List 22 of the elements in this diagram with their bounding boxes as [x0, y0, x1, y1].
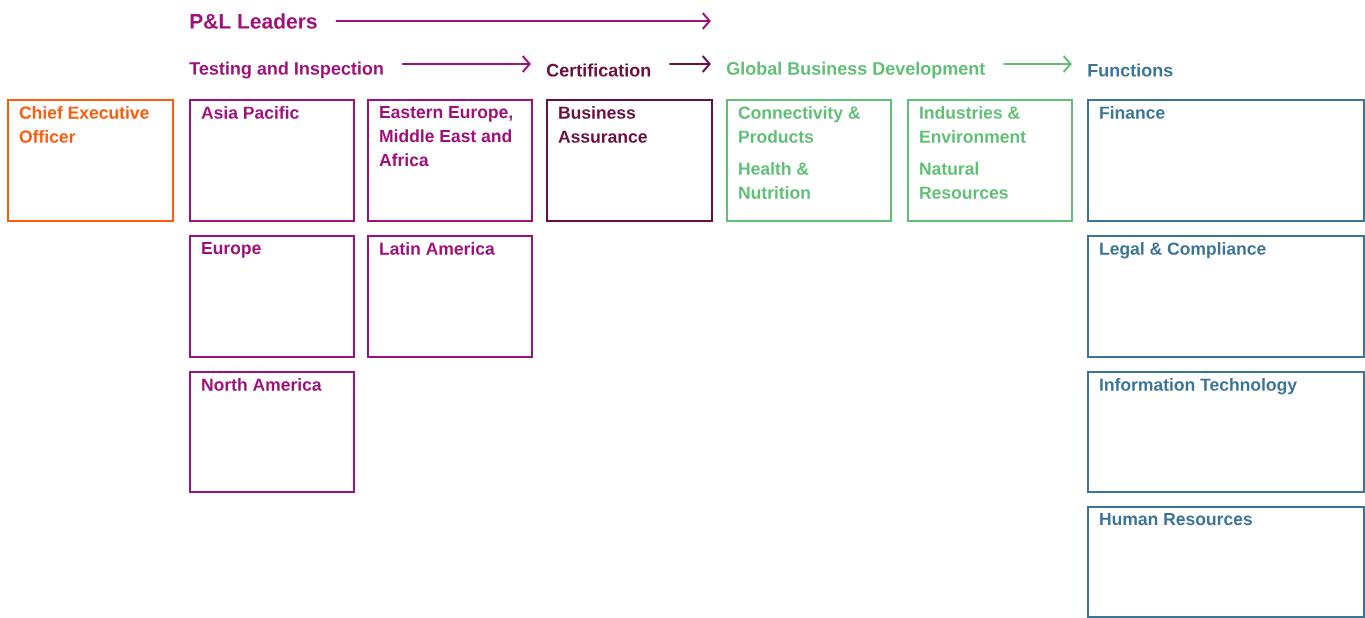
- unit-box: Legal & Compliance: [1087, 235, 1365, 358]
- heading: Functions: [1088, 63, 1173, 77]
- arrow: [1002, 55, 1072, 73]
- heading: P&L Leaders: [190, 13, 317, 29]
- unit-box: Finance: [1087, 99, 1365, 222]
- arrow: [334, 12, 711, 30]
- unit-box: Asia Pacific: [189, 99, 355, 222]
- unit-box: Eastern Europe, Middle East and Africa: [367, 99, 533, 222]
- unit-box: Industries & Environment Natural Resources: [907, 99, 1073, 222]
- heading: Global Business Development: [726, 61, 986, 79]
- unit-box: North America: [189, 371, 355, 493]
- unit-box: Connectivity & Products Health & Nutrition: [726, 99, 892, 222]
- unit-box: Chief Executive Officer: [7, 99, 174, 222]
- unit-box: Europe: [189, 235, 355, 358]
- heading: Certification: [546, 63, 651, 77]
- unit-box: Human Resources: [1087, 506, 1365, 618]
- heading: Testing and Inspection: [189, 61, 383, 79]
- unit-box: Information Technology: [1087, 371, 1365, 493]
- unit-box: Latin America: [367, 235, 533, 358]
- arrow: [401, 55, 531, 73]
- unit-box: Business Assurance: [546, 99, 713, 222]
- arrow: [668, 55, 711, 73]
